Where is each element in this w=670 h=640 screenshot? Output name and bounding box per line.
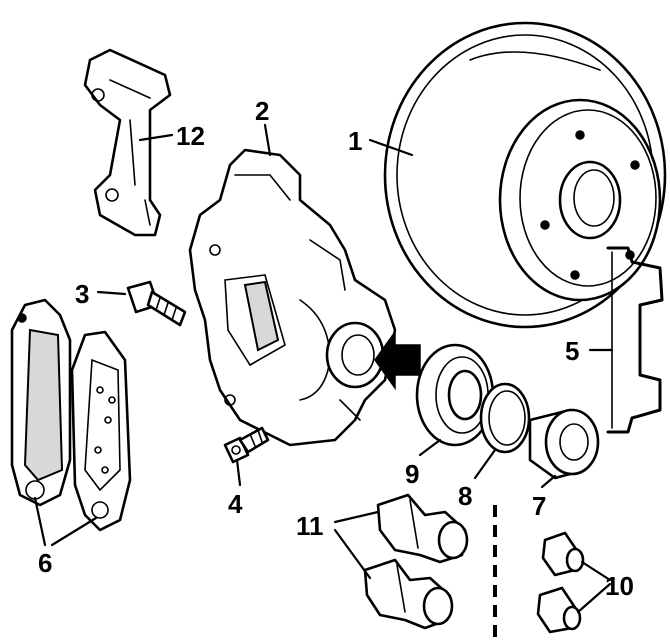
caliper-body [188, 148, 397, 447]
bolt [126, 280, 187, 327]
label-8: 8 [458, 481, 472, 511]
seal-ring [479, 382, 531, 454]
label-1: 1 [348, 126, 362, 156]
label-9: 9 [405, 459, 419, 489]
brake-pads [10, 298, 132, 532]
retaining-spring [606, 246, 664, 434]
brake-disc [383, 21, 667, 329]
assembly-direction-arrow [374, 329, 421, 391]
label-5: 5 [565, 336, 579, 366]
label-4: 4 [228, 489, 243, 519]
label-10: 10 [605, 571, 634, 601]
label-2: 2 [255, 96, 269, 126]
leader-lines [33, 123, 614, 614]
small-guide-pins [536, 531, 585, 634]
guide-bushings [363, 493, 469, 630]
label-3: 3 [75, 279, 89, 309]
label-11: 11 [296, 511, 324, 541]
label-7: 7 [532, 491, 546, 521]
bleed-screw [223, 426, 270, 464]
label-12: 12 [176, 121, 205, 151]
part-labels: 1 2 3 4 5 6 7 8 9 10 11 12 [38, 96, 634, 601]
label-6: 6 [38, 548, 52, 578]
dust-boot [415, 343, 495, 447]
caliper-bracket [83, 48, 172, 237]
piston [528, 408, 600, 480]
